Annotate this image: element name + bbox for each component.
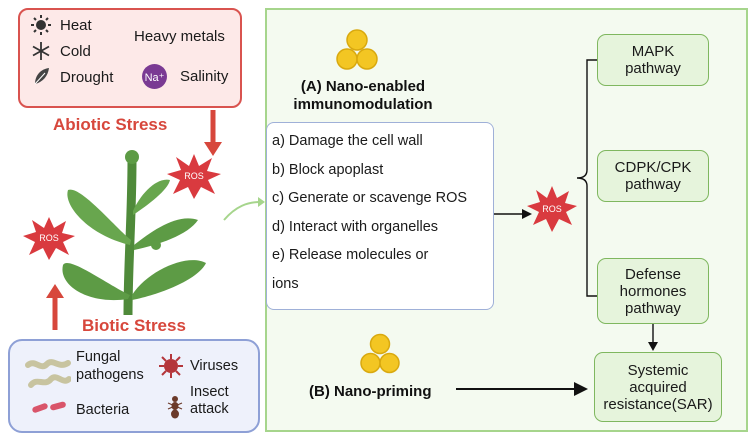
svg-text:ROS: ROS [184, 171, 204, 181]
plant-leaf-right-top [133, 179, 170, 215]
mechanism-item: e) Release molecules or [272, 247, 429, 263]
svg-text:ROS: ROS [39, 233, 59, 243]
abiotic-stress-title: Abiotic Stress [53, 115, 168, 134]
na-symbol: Na⁺ [145, 72, 165, 84]
heat-label: Heat [60, 17, 92, 34]
plant-stem [123, 159, 137, 316]
insect-icon [167, 396, 183, 419]
plant-to-nano-arrow [223, 197, 265, 221]
svg-text:ROS: ROS [542, 204, 562, 214]
plant-bud [125, 150, 139, 164]
sodium-ion-icon: Na⁺ [142, 64, 167, 89]
bacteria-icon [32, 401, 66, 413]
cold-label: Cold [60, 43, 91, 60]
drought-label: Drought [60, 69, 114, 86]
fungal-pathogens-label: Fungal pathogens [76, 349, 144, 383]
mechanisms-box [266, 122, 494, 310]
virus-icon [159, 354, 183, 378]
sun-icon [31, 15, 51, 35]
snowflake-icon [32, 42, 50, 60]
biotic-stress-title: Biotic Stress [82, 316, 186, 335]
plant-leaf-right-low [132, 260, 206, 300]
mechanisms-list: a) Damage the cell wall b) Block apoplas… [272, 127, 467, 298]
bacteria-label: Bacteria [76, 402, 130, 418]
priming-to-sar-arrow [456, 382, 588, 396]
ros-star-biotic: ROS [23, 217, 75, 260]
drought-leaf-icon [34, 68, 49, 85]
plant-leaf-left-low [62, 262, 131, 301]
abiotic-stress-box [18, 8, 242, 108]
ros-star-central: ROS [527, 186, 577, 232]
abiotic-arrow [204, 110, 222, 156]
mechanisms-to-ros-arrow [494, 209, 532, 219]
mechanism-item: ions [272, 275, 299, 292]
salinity-label: Salinity [180, 68, 229, 85]
plant-leaf-right-mid [134, 218, 198, 250]
mechanism-item: d) Interact with organelles [272, 218, 439, 235]
nanoparticle-cluster-icon-a [336, 29, 378, 70]
fungal-pathogen-icon [25, 359, 71, 388]
heavy-metals-label: Heavy metals [134, 28, 225, 45]
plant-leaf-left-mid [67, 189, 131, 245]
insect-attack-label: Insect attack [190, 384, 229, 417]
biotic-arrow [46, 284, 64, 330]
mechanism-item: c) Generate or scavenge ROS [272, 190, 468, 206]
defense-to-sar-arrow [648, 324, 658, 351]
nanoparticle-cluster-icon-b [360, 333, 400, 374]
biotic-stress-box [8, 339, 260, 433]
plant-illustration [62, 150, 206, 316]
nano-priming-title: (B) Nano-priming [309, 383, 432, 400]
ros-star-abiotic: ROS [167, 154, 221, 199]
mechanism-item: a) Damage the cell wall [272, 133, 423, 149]
mechanism-item: b) Block apoplast [272, 161, 384, 178]
pathway-bracket [576, 59, 599, 297]
viruses-label: Viruses [190, 358, 239, 374]
nano-enabled-title: (A) Nano-enabled immunomodulation [293, 78, 433, 113]
